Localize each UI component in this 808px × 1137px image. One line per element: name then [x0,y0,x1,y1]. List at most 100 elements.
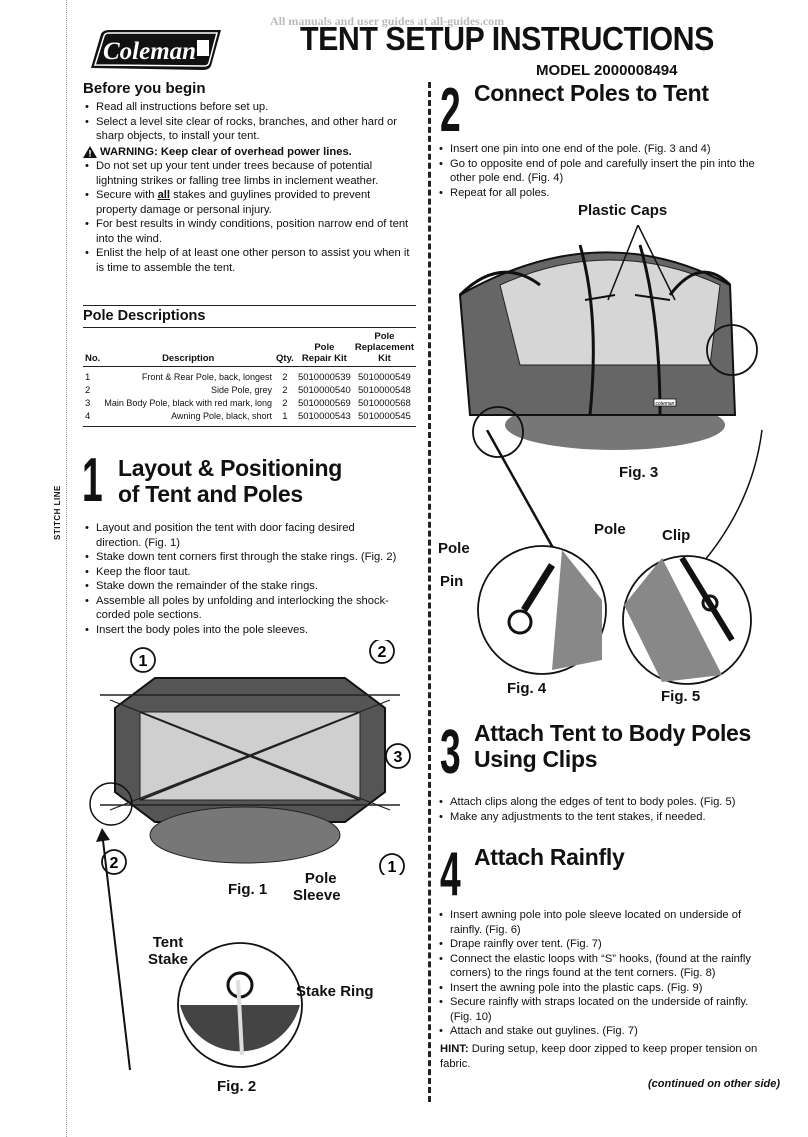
tent-stake-callout: Tent Stake [148,934,188,968]
stake-ring-callout: Stake Ring [296,983,374,1000]
step-1-number: 1 [82,446,103,515]
table-cell: 2 [85,385,91,396]
coleman-logo: Coleman [91,30,221,70]
list-item: Attach clips along the edges of tent to … [437,795,767,810]
callout-2: 2 [378,644,387,661]
fig-1-illustration: 1 2 3 2 1 [89,640,411,875]
list-item: Stake down tent corners first through th… [83,550,403,565]
list-item: Go to opposite end of pole and carefully… [437,157,767,186]
heading-line: Attach Tent to Body Poles [474,720,752,746]
heading-line: of Tent and Poles [118,481,303,507]
col-label: Pole [314,342,335,353]
watermark-text: All manuals and user guides at all-guide… [270,14,505,28]
table-cell: 2 [282,385,288,396]
page-title: TENT SETUP INSTRUCTIONS [300,20,714,57]
step-2-list: Insert one pin into one end of the pole.… [437,142,767,200]
list-item: Select a level site clear of rocks, bran… [83,115,413,144]
step-4-heading: Attach Rainfly [474,844,625,870]
callout-text: Pole [304,870,337,887]
fig-4-5-illustration [477,430,763,685]
hint-body: During setup, keep door zipped to keep p… [440,1043,758,1070]
pole-descriptions: Pole Descriptions No. Description Qty. P… [83,308,416,427]
coleman-logo-text: Coleman [103,38,196,65]
pole-sleeve-callout: Pole Sleeve [293,870,341,904]
table-cell: 5010000548 [358,385,411,396]
list-item: Drape rainfly over tent. (Fig. 7) [437,937,772,952]
fig-5-label: Fig. 5 [661,688,701,705]
callout-1: 1 [388,859,397,875]
list-item: Insert the body poles into the pole slee… [83,623,403,638]
fig-4-pole-callout: Pole [438,540,470,557]
table-cell: 1 [282,411,288,422]
step-2-number: 2 [440,76,461,145]
fig-5-pole-callout: Pole [594,521,626,538]
divider [83,426,416,427]
list-item: Insert the awning pole into the plastic … [437,981,772,996]
poles-heading: Pole Descriptions [83,308,206,324]
callout-2: 2 [110,855,119,872]
emphasis-text: all [157,189,171,201]
list-item: Do not set up your tent under trees beca… [83,159,413,188]
list-item: Layout and position the tent with door f… [83,521,403,550]
stitch-line-label: STITCH LINE [53,485,62,540]
tent-brand-label: coleman [656,401,675,407]
list-item: Stake down the remainder of the stake ri… [83,579,403,594]
table-row: 4 Awning Pole, black, short 1 5010000543 501… [83,410,416,423]
step-4-list: Insert awning pole into pole sleeve loca… [437,908,772,1039]
table-cell: Main Body Pole, black with red mark, lon… [104,398,272,408]
step-1-heading: Layout & Positioning of Tent and Poles [118,455,342,507]
list-item: Insert one pin into one end of the pole.… [437,142,767,157]
fig-1-label: Fig. 1 [228,881,268,898]
list-item: Repeat for all poles. [437,186,767,201]
step-3-heading: Attach Tent to Body Poles Using Clips [474,720,751,772]
item-text: Secure with [96,189,158,201]
table-cell: 4 [85,411,91,422]
table-cell: Awning Pole, black, short [171,411,272,421]
before-heading: Before you begin [83,80,206,97]
step-4-number: 4 [440,840,461,909]
divider [83,305,416,306]
callout-3: 3 [394,749,403,766]
fig-5-clip-callout: Clip [662,527,691,544]
divider [83,327,416,328]
warning-text: WARNING: Keep clear of overhead power li… [100,145,352,158]
list-item: Attach and stake out guylines. (Fig. 7) [437,1024,772,1039]
col-qty: Qty. [276,353,294,364]
list-item: Read all instructions before set up. [83,100,413,115]
heading-line: Using Clips [474,746,598,772]
table-cell: 5010000545 [358,411,411,422]
col-label: Pole [374,331,395,342]
list-item: Insert awning pole into pole sleeve loca… [437,908,772,937]
table-cell: 5010000569 [297,398,351,409]
heading-line: Layout & Positioning [118,455,342,481]
table-cell: Side Pole, grey [210,385,272,395]
col-description: Description [162,353,215,364]
list-item: Make any adjustments to the tent stakes,… [437,810,767,825]
before-list: Read all instructions before set up. Sel… [83,100,413,144]
table-cell: 5010000543 [297,411,351,422]
list-item: Enlist the help of at least one other pe… [83,246,413,275]
step-3-list: Attach clips along the edges of tent to … [437,795,767,824]
fig-3-label: Fig. 3 [619,464,659,481]
callout-1: 1 [139,653,148,670]
item-text: stakes and guylines provided to prevent … [96,189,371,216]
col-label: Repair Kit [301,353,347,364]
table-cell: 1 [85,372,91,383]
step-2-heading: Connect Poles to Tent [474,80,709,106]
list-item: For best results in windy conditions, po… [83,217,413,246]
list-item: Connect the elastic loops with “S” hooks… [437,952,772,981]
list-item: Assemble all poles by unfolding and inte… [83,594,403,623]
callout-text: Sleeve [293,887,341,904]
col-no: No. [85,353,101,364]
table-cell: 5010000568 [358,398,411,409]
list-item: Secure with all stakes and guylines prov… [83,188,413,217]
stitch-line [66,0,67,1137]
table-cell: 5010000540 [297,385,351,396]
before-section: Before you begin Read all instructions b… [83,80,413,275]
table-cell: 5010000539 [297,372,351,383]
table-cell: 2 [282,372,288,383]
